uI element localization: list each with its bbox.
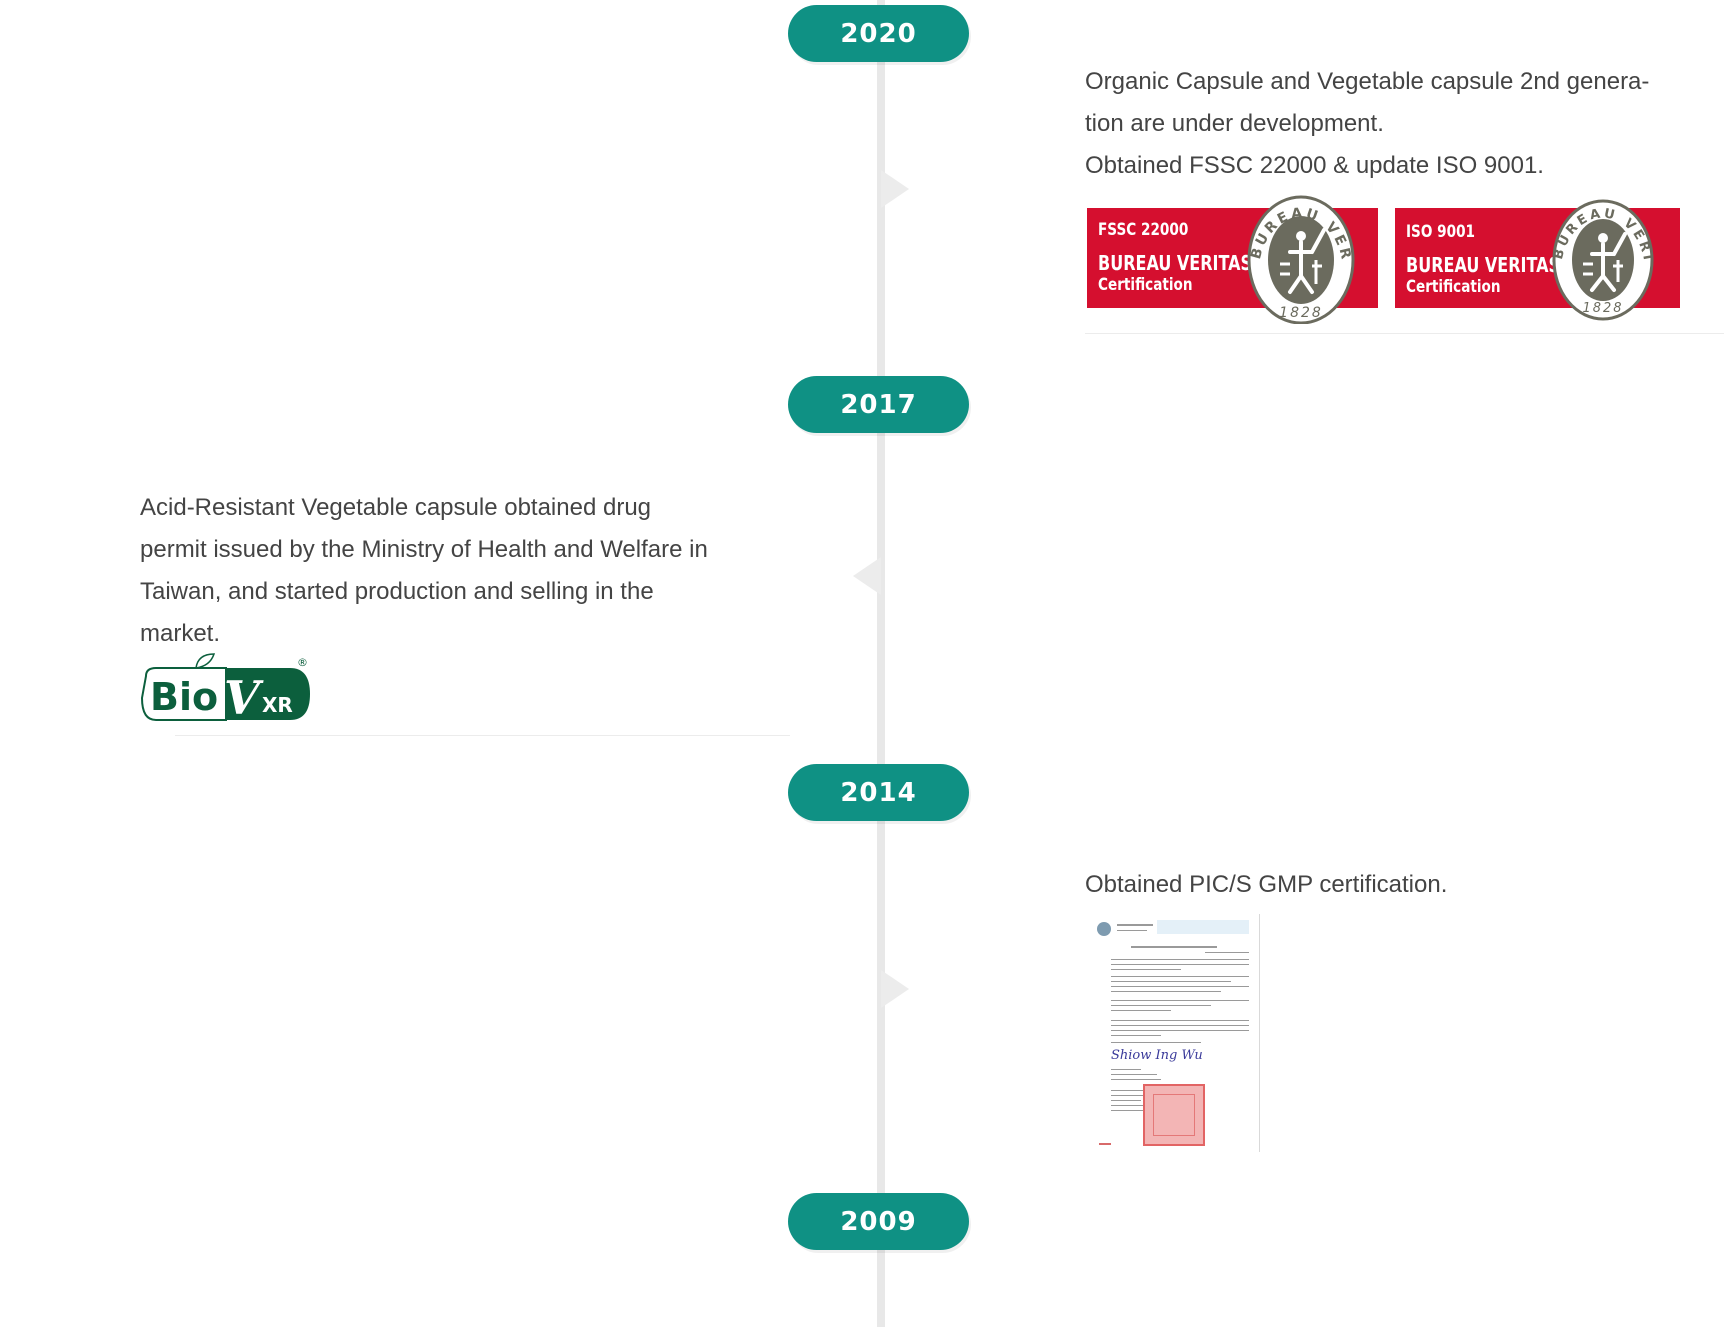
year-badge-2014: 2014 xyxy=(788,764,969,821)
pointer-arrow-2017 xyxy=(853,557,881,595)
entry-2017-line: permit issued by the Ministry of Health … xyxy=(140,536,708,563)
logo-v-text: V xyxy=(224,671,264,722)
badge-standard: ISO 9001 xyxy=(1406,222,1476,242)
pointer-arrow-2020 xyxy=(881,170,909,208)
gmp-certificate-document-icon: Shiow Ing Wu xyxy=(1085,914,1260,1152)
entry-2017-text: Acid-Resistant Vegetable capsule obtaine… xyxy=(140,487,708,655)
year-badge-2017: 2017 xyxy=(788,376,969,433)
entry-2020-text: Organic Capsule and Vegetable capsule 2n… xyxy=(1085,61,1649,187)
badge-cert: Certification xyxy=(1098,275,1193,295)
biovxr-logo-icon: Bio V XR ® xyxy=(140,653,310,722)
entry-2017-divider xyxy=(175,735,790,736)
year-badge-2009: 2009 xyxy=(788,1193,969,1250)
timeline-line xyxy=(877,0,885,1327)
badge-name: BUREAU VERITAS xyxy=(1406,253,1561,277)
certificate-signature: Shiow Ing Wu xyxy=(1111,1048,1203,1063)
certificate-emblem xyxy=(1097,922,1111,936)
bureau-veritas-seal-icon: BUREAU VERITAS 1828 xyxy=(1246,194,1355,324)
seal-year: 1828 xyxy=(1279,305,1323,321)
certificate-red-seal xyxy=(1143,1084,1205,1146)
entry-2020-line: Obtained FSSC 22000 & update ISO 9001. xyxy=(1085,152,1544,179)
entry-2017-line: market. xyxy=(140,620,221,647)
entry-2017-line: Taiwan, and started production and selli… xyxy=(140,578,654,605)
certificate-header-bar xyxy=(1157,920,1249,934)
pointer-arrow-2014 xyxy=(881,970,909,1008)
entry-2017-line: Acid-Resistant Vegetable capsule obtaine… xyxy=(140,494,652,521)
fssc-22000-badge: FSSC 22000 BUREAU VERITAS Certification … xyxy=(1087,194,1378,324)
entry-2020-divider xyxy=(1085,333,1724,334)
entry-2014-line: Obtained PIC/S GMP certification. xyxy=(1085,871,1448,898)
iso-badge-text: ISO 9001 BUREAU VERITAS Certification xyxy=(1406,224,1560,296)
logo-bio-text: Bio xyxy=(150,675,218,719)
badge-name: BUREAU VERITAS xyxy=(1098,251,1253,275)
logo-registered-mark: ® xyxy=(297,656,308,669)
logo-xr-text: XR xyxy=(262,693,293,717)
entry-2014-text: Obtained PIC/S GMP certification. xyxy=(1085,864,1447,906)
bureau-veritas-seal-icon: BUREAU VERITAS 1828 xyxy=(1548,194,1654,321)
iso-9001-badge: ISO 9001 BUREAU VERITAS Certification BU… xyxy=(1395,194,1680,321)
entry-2020-line: Organic Capsule and Vegetable capsule 2n… xyxy=(1085,68,1650,95)
seal-year: 1828 xyxy=(1582,301,1623,316)
entry-2020-line: tion are under development. xyxy=(1085,110,1384,137)
fssc-badge-text: FSSC 22000 BUREAU VERITAS Certification xyxy=(1098,222,1252,294)
badge-standard: FSSC 22000 xyxy=(1098,220,1189,240)
year-badge-2020: 2020 xyxy=(788,5,969,62)
badge-cert: Certification xyxy=(1406,277,1501,297)
